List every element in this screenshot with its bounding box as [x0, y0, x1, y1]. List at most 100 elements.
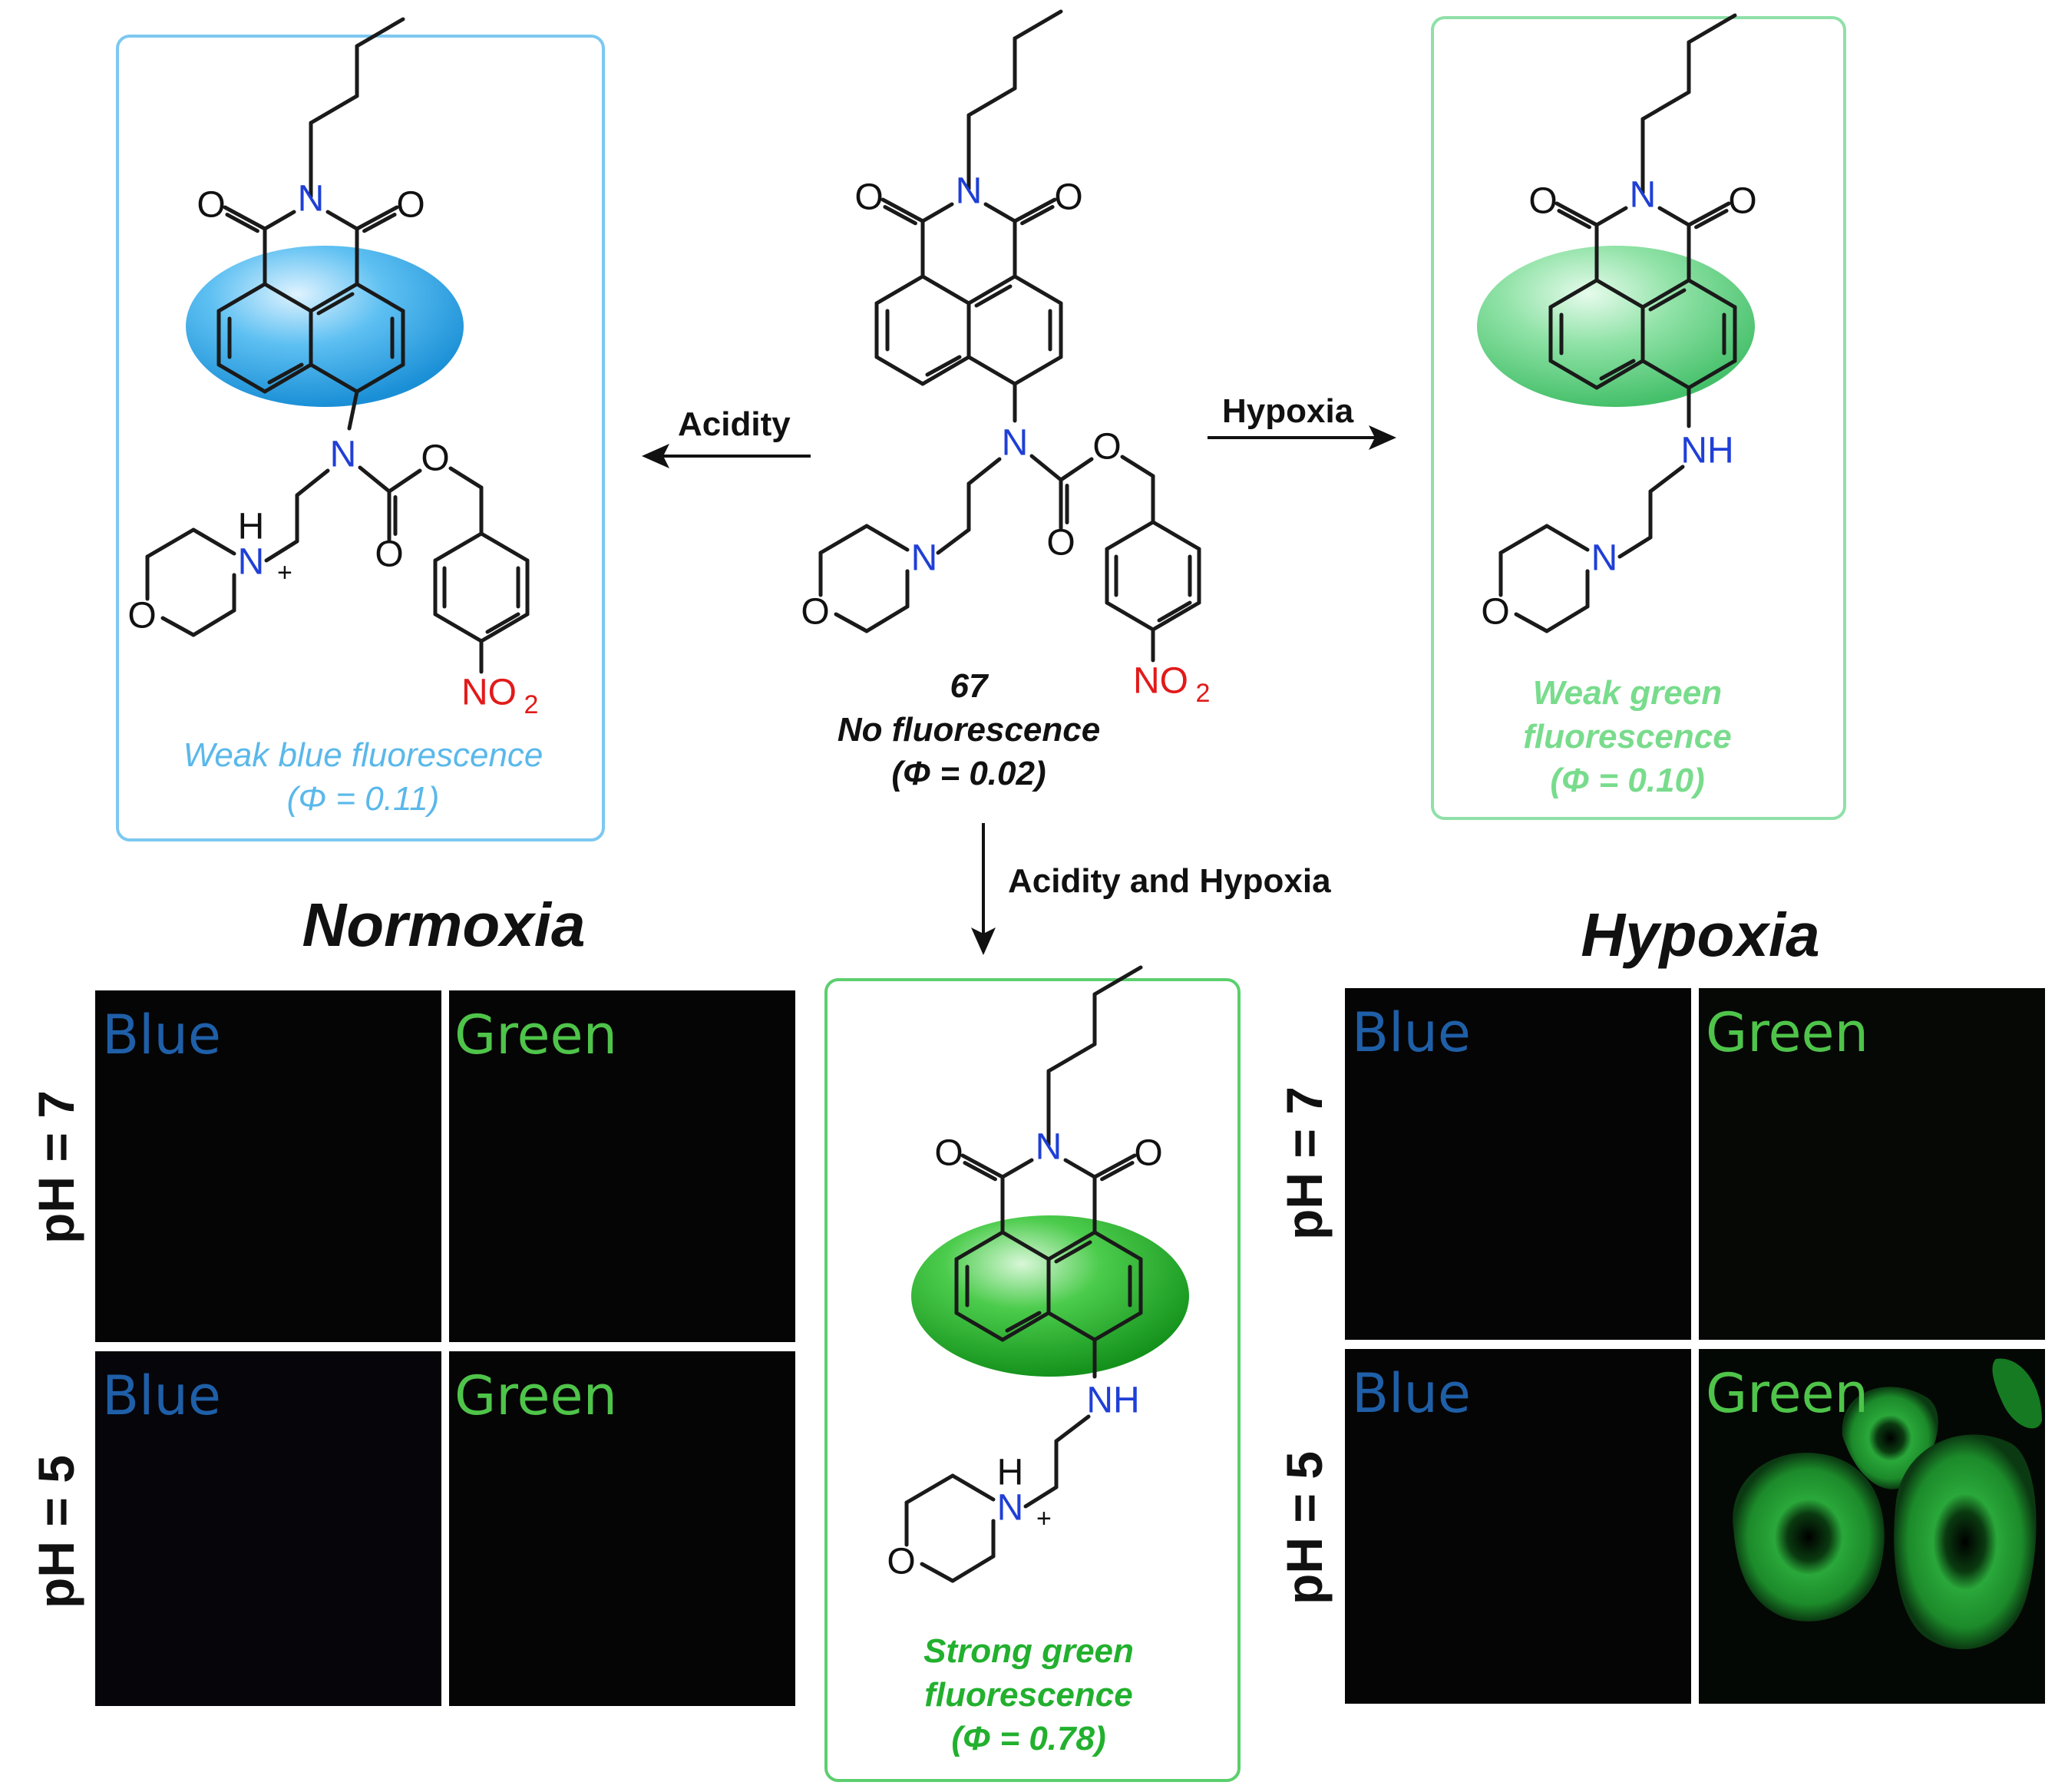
double-bond [963, 1161, 997, 1182]
bond [448, 466, 484, 490]
bond [936, 527, 971, 555]
bond [925, 355, 962, 377]
bond [920, 202, 954, 223]
bond [1013, 9, 1063, 41]
oxygen-atom: O [127, 596, 156, 636]
bond [954, 1311, 1005, 1342]
light-green-fluorophore-glow [1477, 246, 1755, 407]
double-bond [883, 205, 917, 226]
bond [1000, 1158, 1034, 1179]
oxygen-atom: O [854, 177, 883, 218]
channel-label-blue: Blue [1352, 1001, 1471, 1064]
oxygen-atom: O [1728, 181, 1756, 222]
bottom-caption-line2: fluorescence [924, 1676, 1132, 1714]
bond [1640, 359, 1691, 390]
center-caption: No fluorescence [838, 711, 1100, 749]
bond [1046, 1311, 1097, 1342]
bond [1151, 600, 1201, 632]
double-bond [1100, 1161, 1135, 1182]
bond [325, 210, 359, 231]
bond [1545, 604, 1590, 633]
row-label-ph7-normoxia: pH = 7 [28, 1090, 84, 1244]
bond [1063, 1158, 1097, 1179]
bond [1000, 1311, 1051, 1342]
positive-charge: + [277, 558, 292, 587]
bond [191, 608, 236, 637]
bond [355, 282, 405, 313]
bond [309, 94, 359, 125]
bond [267, 362, 304, 385]
bond [1648, 465, 1685, 494]
nitro-subscript: 2 [524, 690, 539, 719]
bond [216, 282, 267, 313]
bond [966, 86, 1017, 117]
bond [1594, 278, 1645, 309]
arrow-hypoxia-label: Hypoxia [1222, 392, 1354, 430]
bond [1657, 206, 1691, 227]
bond [355, 17, 405, 48]
bond [1640, 90, 1691, 121]
right-caption-line1: Weak green [1533, 674, 1722, 712]
bond [263, 282, 313, 313]
right-caption-line2: fluorescence [1523, 718, 1731, 755]
hypoxia-ph5-blue-image [1345, 1349, 1691, 1704]
bond [316, 292, 355, 316]
bond [1092, 1311, 1143, 1342]
channel-label-blue: Blue [102, 1003, 221, 1066]
bond [145, 527, 196, 559]
bond [479, 531, 530, 563]
bond [1687, 13, 1737, 45]
nitrogen-atom: N [1591, 538, 1618, 579]
bond [1545, 524, 1590, 552]
bond [974, 284, 1013, 308]
bottom-caption-line1: Strong green [923, 1632, 1134, 1670]
oxygen-atom: O [1054, 177, 1082, 218]
bond [1157, 600, 1192, 623]
arrow-acidity-label: Acidity [678, 405, 791, 443]
bond [1059, 457, 1094, 482]
oxygen-atom: O [1528, 181, 1557, 222]
normoxia-ph5-green-image [449, 1351, 795, 1706]
bond [1092, 965, 1143, 997]
row-label-ph7-hypoxia: pH = 7 [1276, 1086, 1333, 1240]
bond [954, 1230, 1005, 1261]
bond [864, 524, 910, 552]
bond [1023, 1485, 1059, 1509]
bond [295, 468, 330, 498]
nitro-group: NO [461, 673, 517, 713]
nitrogen-atom: N [956, 171, 983, 212]
bond [1687, 278, 1737, 309]
bond [347, 389, 359, 431]
bond [433, 531, 484, 563]
nitrogen-atom: N [911, 538, 938, 579]
amine-nh: NH [1086, 1380, 1139, 1421]
normoxia-ph5-blue-image [95, 1351, 441, 1706]
bond [160, 616, 196, 637]
bond [1029, 454, 1063, 482]
bond [1013, 274, 1063, 306]
bond [485, 612, 520, 634]
bond [1514, 612, 1549, 633]
nitrogen-atom: N [1002, 423, 1029, 464]
bond [1054, 1414, 1091, 1443]
bond [920, 274, 971, 306]
right-product-box [1431, 16, 1846, 820]
hypoxia-ph7-green-image [1699, 988, 2045, 1340]
positive-charge: + [1036, 1504, 1052, 1533]
double-bond [223, 205, 267, 231]
bond [966, 355, 1017, 386]
hydrogen-atom: H [238, 507, 265, 547]
oxygen-atom: O [1092, 427, 1121, 468]
bond [1151, 520, 1201, 551]
bond [864, 604, 910, 633]
double-bond [1554, 201, 1599, 227]
oxygen-atom: O [1046, 523, 1075, 564]
bond [191, 527, 236, 556]
bond [1120, 455, 1155, 478]
nitro-subscript: 2 [1196, 679, 1211, 708]
bond [1617, 535, 1653, 559]
channel-label-blue: Blue [102, 1364, 221, 1427]
double-bond [1557, 209, 1591, 230]
channel-label-green: Green [1706, 1362, 1868, 1425]
